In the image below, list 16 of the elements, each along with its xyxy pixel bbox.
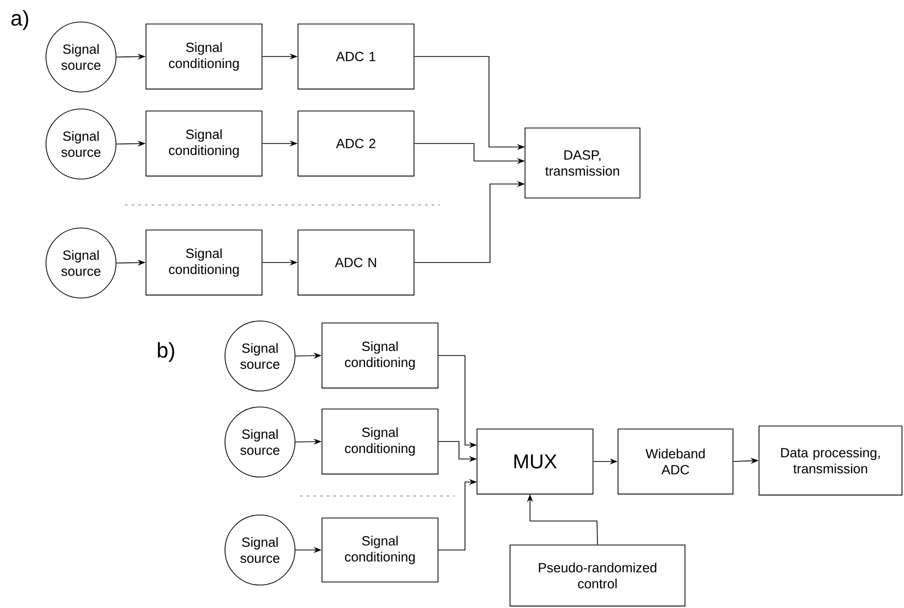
process-box: DASP, transmission: [524, 128, 640, 198]
process-box: MUX: [476, 428, 594, 494]
process-box: ADC 2: [298, 110, 414, 176]
process-box: Signal conditioning: [322, 408, 438, 474]
process-box: Wideband ADC: [618, 428, 734, 494]
process-box: ADC N: [298, 230, 414, 296]
process-box: Signal conditioning: [146, 24, 262, 90]
process-box: Signal conditioning: [322, 322, 438, 388]
process-box: ADC 1: [298, 24, 414, 90]
process-box: Signal conditioning: [322, 518, 438, 582]
panel-label: b): [158, 342, 174, 362]
process-box: Data processing, transmission: [758, 426, 902, 496]
process-box: Pseudo-randomized control: [510, 544, 686, 606]
process-box: Signal conditioning: [146, 110, 262, 176]
panel-label: a): [11, 10, 28, 30]
process-box: Signal conditioning: [146, 230, 262, 296]
